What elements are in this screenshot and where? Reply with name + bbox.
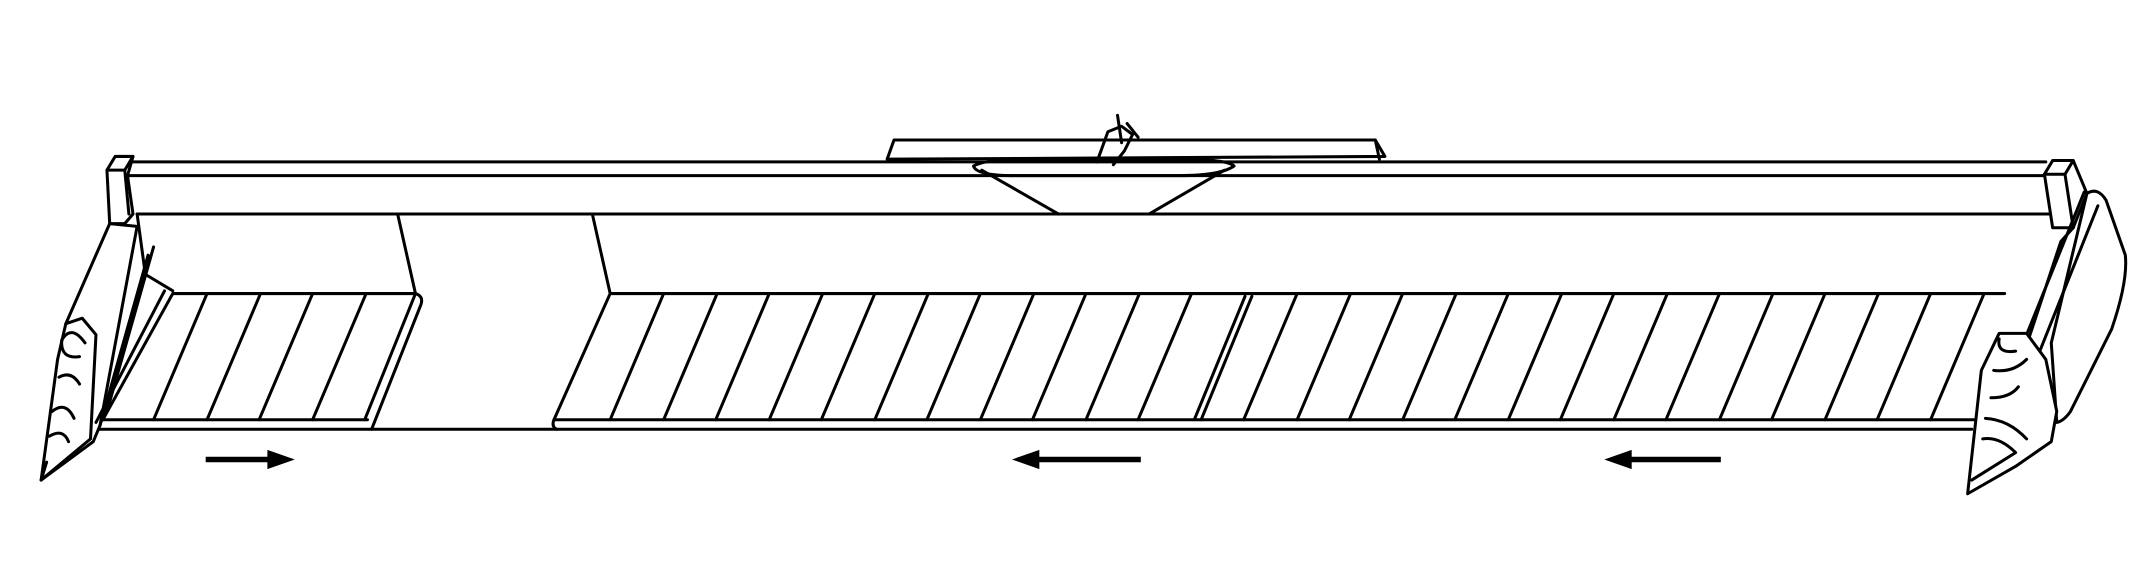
- arrow-left-icon: [1011, 449, 1141, 470]
- belt-slat: [662, 292, 719, 422]
- center-hitch: [885, 113, 1387, 167]
- belt-slat: [978, 292, 1036, 422]
- belt-slat: [1770, 292, 1827, 422]
- belt-slat: [1030, 292, 1088, 422]
- belt-slat: [1612, 292, 1669, 422]
- belt-slat: [152, 292, 209, 422]
- belt-slat: [1347, 292, 1405, 422]
- belt-slat: [714, 292, 771, 422]
- belt-slat: [1401, 292, 1458, 422]
- arrow-left-icon: [1604, 449, 1721, 470]
- belt-slat: [1929, 292, 1986, 422]
- belt-slat: [767, 292, 825, 422]
- belt-slat: [257, 292, 315, 422]
- arrow-right-icon: [205, 449, 295, 470]
- belt-slat: [1506, 292, 1564, 422]
- belt-slat: [1453, 292, 1510, 422]
- back-panel: [135, 212, 612, 296]
- left-end-post: [105, 154, 135, 226]
- left-belt-outline: [94, 289, 424, 431]
- right-crop-divider: [1966, 189, 2128, 496]
- belt-slat: [1295, 292, 1353, 422]
- belt-slat: [873, 292, 930, 422]
- belt-slat: [311, 292, 368, 422]
- belt-slat: [819, 292, 877, 422]
- left-crop-divider: [39, 222, 156, 482]
- belt-slat: [1084, 292, 1141, 422]
- bottom-rail: [97, 418, 1976, 431]
- belt-slat: [1558, 292, 1616, 422]
- belt-slat: [1664, 292, 1721, 422]
- belt-slat: [1875, 292, 1933, 422]
- belt-split: [1192, 294, 1254, 422]
- belt-slat: [608, 292, 666, 422]
- belt-slat: [205, 292, 263, 422]
- belt-slat: [1823, 292, 1881, 422]
- belt-slat: [1242, 292, 1299, 422]
- conveyor-arrows: [205, 449, 1721, 470]
- center-belt-outline: [551, 292, 2007, 431]
- conveyor-belts: [94, 289, 2007, 431]
- belt-slat: [1136, 292, 1194, 422]
- belt-slat: [1717, 292, 1775, 422]
- belt-slat: [925, 292, 982, 422]
- top-rail: [126, 157, 2052, 216]
